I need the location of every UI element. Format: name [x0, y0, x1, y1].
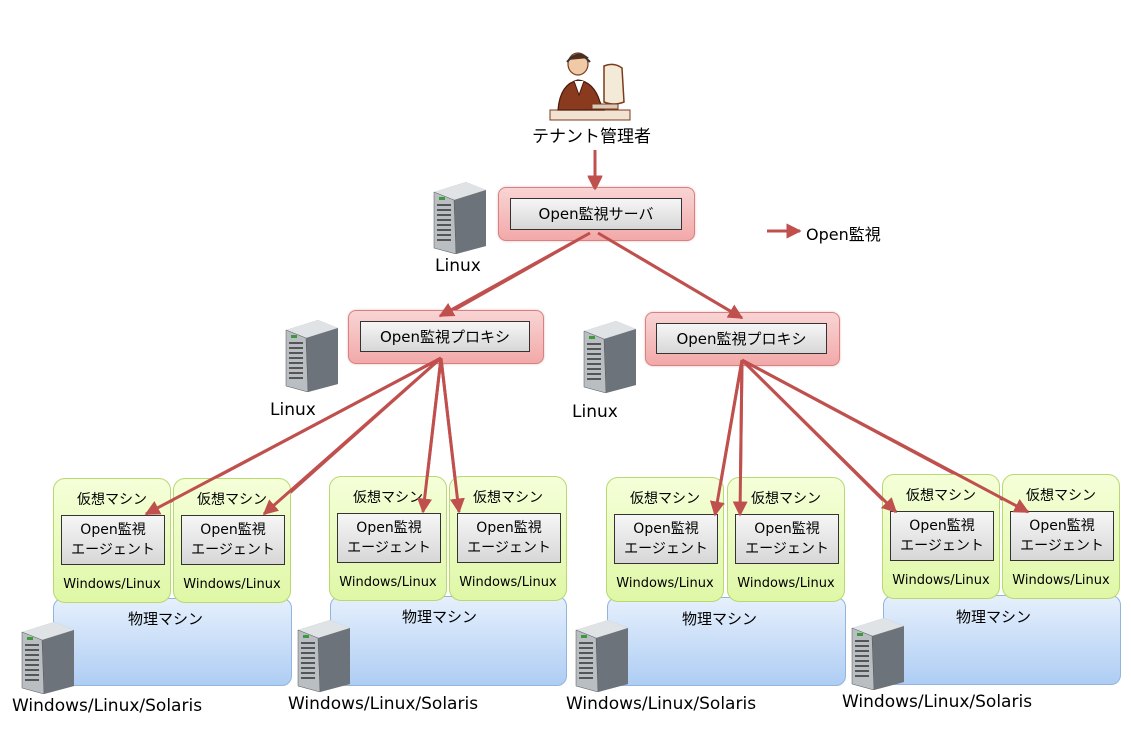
- arrow-server-to-proxy-right: [597, 231, 744, 320]
- legend-label: Open監視: [806, 225, 881, 244]
- virtual-machine: 仮想マシン Open監視 エージェント Windows/Linux: [606, 477, 724, 602]
- agent-line1: Open監視: [356, 520, 422, 536]
- virtual-machine: 仮想マシン Open監視 エージェント Windows/Linux: [329, 476, 447, 601]
- agent-line1: Open監視: [80, 522, 146, 538]
- virtual-machine: 仮想マシン Open監視 エージェント Windows/Linux: [727, 477, 845, 602]
- agent-line2: エージェント: [900, 538, 984, 554]
- agent-box: Open監視 エージェント: [890, 511, 994, 561]
- vm-os-label: Windows/Linux: [183, 577, 281, 592]
- virtual-machine: 仮想マシン Open監視 エージェント Windows/Linux: [882, 474, 1000, 599]
- physical-machine-label: 物理マシン: [956, 608, 1032, 626]
- physical-machine: [883, 595, 1121, 685]
- virtual-machine: 仮想マシン Open監視 エージェント Windows/Linux: [173, 478, 291, 603]
- vm-os-label: Windows/Linux: [459, 575, 557, 590]
- server-os-label: Linux: [435, 256, 481, 276]
- virtual-machine: 仮想マシン Open監視 エージェント Windows/Linux: [1002, 474, 1120, 599]
- physical-machine-label: 物理マシン: [682, 610, 758, 628]
- physical-machine-label: 物理マシン: [402, 608, 478, 626]
- agent-box: Open監視 エージェント: [1010, 511, 1114, 561]
- agent-line1: Open監視: [909, 518, 975, 534]
- agent-line1: Open監視: [1029, 518, 1095, 534]
- vm-os-label: Windows/Linux: [892, 573, 990, 588]
- physical-os-label: Windows/Linux/Solaris: [566, 694, 757, 714]
- physical-machine: [607, 597, 846, 686]
- agent-line2: エージェント: [71, 542, 155, 558]
- tenant-admin-label: テナント管理者: [532, 127, 651, 147]
- agent-line2: エージェント: [467, 540, 551, 556]
- tenant-admin-icon: [549, 52, 631, 121]
- agent-box: Open監視 エージェント: [457, 513, 561, 563]
- server-icon: [575, 620, 628, 692]
- server-box: Open監視サーバ: [510, 198, 682, 230]
- server-icon: [297, 620, 350, 692]
- agent-line2: エージェント: [191, 542, 275, 558]
- vm-label: 仮想マシン: [197, 492, 267, 508]
- vm-label: 仮想マシン: [906, 488, 976, 504]
- agent-box: Open監視 エージェント: [735, 514, 839, 564]
- virtual-machine: 仮想マシン Open監視 エージェント Windows/Linux: [449, 476, 567, 601]
- vm-os-label: Windows/Linux: [737, 576, 835, 591]
- server-icon: [285, 320, 338, 392]
- physical-os-label: Windows/Linux/Solaris: [12, 696, 203, 716]
- vm-label: 仮想マシン: [77, 492, 147, 508]
- physical-machine: [330, 596, 567, 686]
- agent-line1: Open監視: [633, 521, 699, 537]
- physical-machine: [53, 598, 292, 686]
- vm-os-label: Windows/Linux: [339, 575, 437, 590]
- agent-line2: エージェント: [745, 541, 829, 557]
- physical-os-label: Windows/Linux/Solaris: [842, 692, 1033, 712]
- agent-box: Open監視 エージェント: [614, 514, 718, 564]
- vm-label: 仮想マシン: [473, 490, 543, 506]
- server-icon: [21, 622, 74, 694]
- virtual-machine: 仮想マシン Open監視 エージェント Windows/Linux: [53, 478, 171, 603]
- vm-label: 仮想マシン: [1026, 488, 1096, 504]
- vm-label: 仮想マシン: [630, 491, 700, 507]
- proxy-label: Open監視プロキシ: [379, 327, 511, 346]
- proxy-label: Open監視プロキシ: [676, 329, 807, 348]
- proxy-box: Open監視プロキシ: [656, 323, 827, 354]
- vm-label: 仮想マシン: [353, 490, 423, 506]
- vm-os-label: Windows/Linux: [616, 576, 714, 591]
- agent-line1: Open監視: [754, 521, 820, 537]
- proxy-box: Open監視プロキシ: [360, 321, 530, 352]
- agent-box: Open監視 エージェント: [181, 515, 285, 565]
- vm-os-label: Windows/Linux: [63, 577, 161, 592]
- agent-box: Open監視 エージェント: [337, 513, 441, 563]
- server-label: Open監視サーバ: [538, 205, 654, 223]
- server-icon: [583, 321, 636, 393]
- agent-line2: エージェント: [624, 541, 708, 557]
- physical-machine-label: 物理マシン: [128, 610, 204, 628]
- agent-box: Open監視 エージェント: [61, 515, 165, 565]
- proxy-os-label: Linux: [572, 402, 618, 422]
- physical-os-label: Windows/Linux/Solaris: [288, 694, 479, 714]
- agent-line1: Open監視: [476, 520, 542, 536]
- agent-line1: Open監視: [200, 522, 266, 538]
- proxy-os-label: Linux: [270, 400, 316, 420]
- agent-line2: エージェント: [1020, 538, 1104, 554]
- server-icon: [433, 182, 486, 254]
- vm-label: 仮想マシン: [751, 491, 821, 507]
- server-icon: [851, 618, 904, 690]
- agent-line2: エージェント: [347, 540, 431, 556]
- vm-os-label: Windows/Linux: [1012, 573, 1110, 588]
